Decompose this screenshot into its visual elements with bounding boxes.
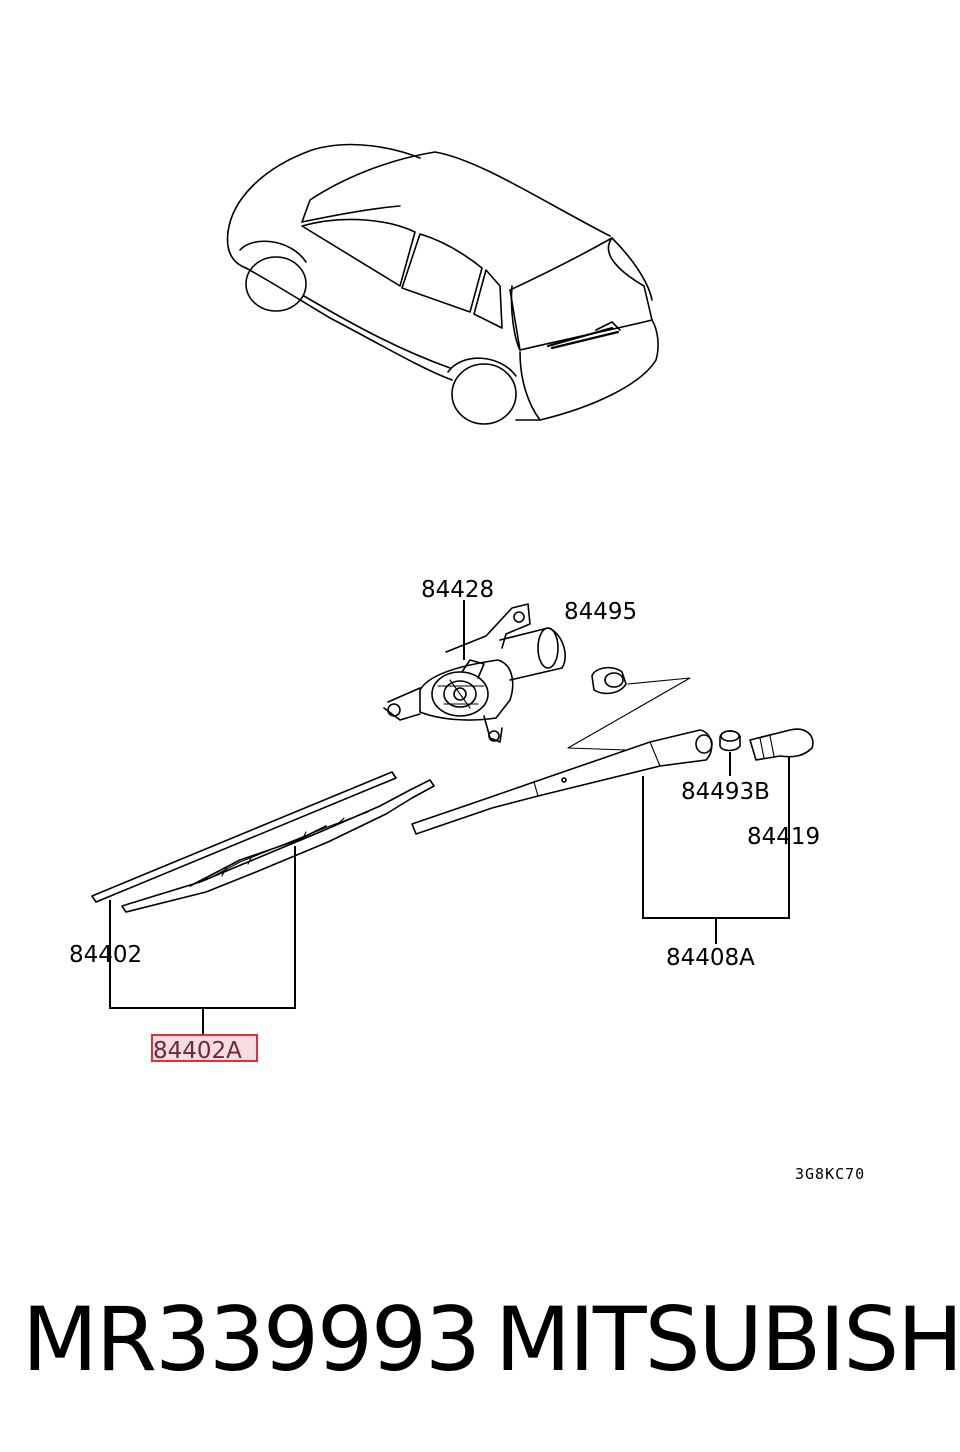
- car-illustration: [226, 143, 659, 425]
- footer-caption: MR339993 MITSUBISHI: [0, 1285, 960, 1395]
- wiper-motor-illustration: [383, 603, 566, 743]
- pivot-cap-illustration: [567, 666, 691, 751]
- callout-84419: 84419: [747, 824, 820, 850]
- arm-nut-illustration: [719, 730, 741, 752]
- arm-cover-illustration: [749, 728, 814, 761]
- leader-lines: [109, 600, 790, 1036]
- callout-84495: 84495: [564, 599, 637, 625]
- callout-84408a: 84408A: [666, 945, 755, 971]
- figure-code: 3G8KC70: [795, 1165, 865, 1183]
- callout-84493b: 84493B: [681, 779, 770, 805]
- part-number: MR339993: [22, 1288, 481, 1391]
- wiper-arm-illustration: [411, 729, 713, 835]
- brand-name: MITSUBISHI: [495, 1288, 960, 1391]
- callout-highlight-box: [151, 1034, 258, 1062]
- callout-84428: 84428: [421, 577, 494, 603]
- callout-84402a[interactable]: 84402A: [153, 1038, 242, 1064]
- callout-84402: 84402: [69, 942, 142, 968]
- wiper-blade-illustration: [91, 771, 435, 913]
